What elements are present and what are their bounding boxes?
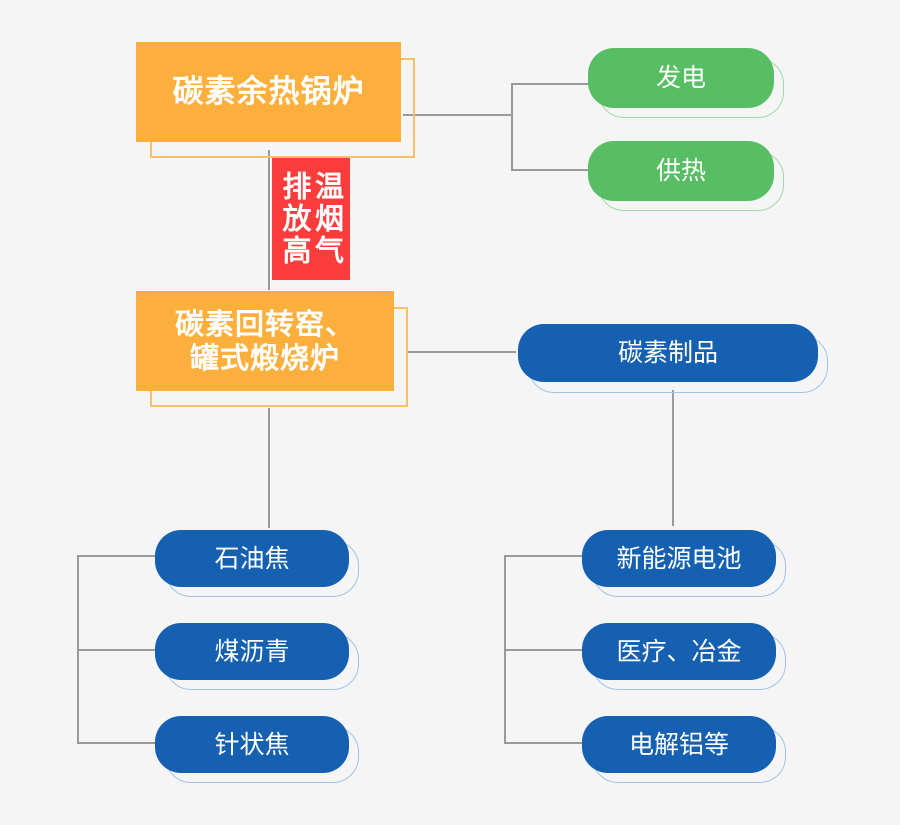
connector-boiler-to-kiln <box>268 150 270 290</box>
boiler-node[interactable]: 碳素余热锅炉 <box>136 42 401 142</box>
input-node-0[interactable]: 石油焦 <box>155 530 349 587</box>
connector-kiln-to-products <box>406 351 516 353</box>
flue-gas-column-1: 温烟气 <box>310 171 345 267</box>
flue-gas-callout-text: 温烟气 排放高 <box>278 171 345 267</box>
application-node-label-1: 医疗、冶金 <box>616 636 742 666</box>
heat-node-label: 供热 <box>655 156 706 186</box>
carbon-products-node[interactable]: 碳素制品 <box>518 324 818 382</box>
kiln-node[interactable]: 碳素回转窑、 罐式煅烧炉 <box>136 291 394 391</box>
heat-node[interactable]: 供热 <box>588 141 774 201</box>
connector-bracket-to-application-1 <box>504 649 582 651</box>
carbon-products-node-label: 碳素制品 <box>617 338 718 368</box>
application-node-label-0: 新能源电池 <box>616 543 742 573</box>
input-node-label-2: 针状焦 <box>214 729 290 759</box>
input-node-label-1: 煤沥青 <box>214 636 290 666</box>
connector-bracket-to-input-0 <box>77 555 157 557</box>
connector-bracket-to-power <box>511 83 589 85</box>
connector-bracket-to-application-2 <box>504 742 582 744</box>
kiln-node-label-line1: 碳素回转窑、 <box>174 306 355 341</box>
kiln-node-label-line2: 罐式煅烧炉 <box>189 341 340 375</box>
connector-bracket-to-application-0 <box>504 555 582 557</box>
power-node[interactable]: 发电 <box>588 48 774 108</box>
connector-boiler-to-bracket <box>403 114 513 116</box>
connector-kiln-to-inputs <box>268 408 270 528</box>
power-node-label: 发电 <box>655 63 706 93</box>
input-node-2[interactable]: 针状焦 <box>155 716 349 773</box>
input-node-1[interactable]: 煤沥青 <box>155 623 349 680</box>
connector-bracket-to-input-2 <box>77 742 157 744</box>
application-node-2[interactable]: 电解铝等 <box>582 716 776 773</box>
application-node-1[interactable]: 医疗、冶金 <box>582 623 776 680</box>
input-node-label-0: 石油焦 <box>214 543 290 573</box>
flue-gas-column-2: 排放高 <box>278 171 312 267</box>
connector-products-to-applications <box>672 390 674 526</box>
connector-green-bracket-vertical <box>511 83 513 171</box>
flue-gas-callout[interactable]: 温烟气 排放高 <box>272 158 350 280</box>
boiler-node-label: 碳素余热锅炉 <box>172 73 365 110</box>
connector-bracket-to-heat <box>511 169 589 171</box>
application-node-label-2: 电解铝等 <box>628 729 729 759</box>
application-node-0[interactable]: 新能源电池 <box>582 530 776 587</box>
connector-bracket-to-input-1 <box>77 649 157 651</box>
